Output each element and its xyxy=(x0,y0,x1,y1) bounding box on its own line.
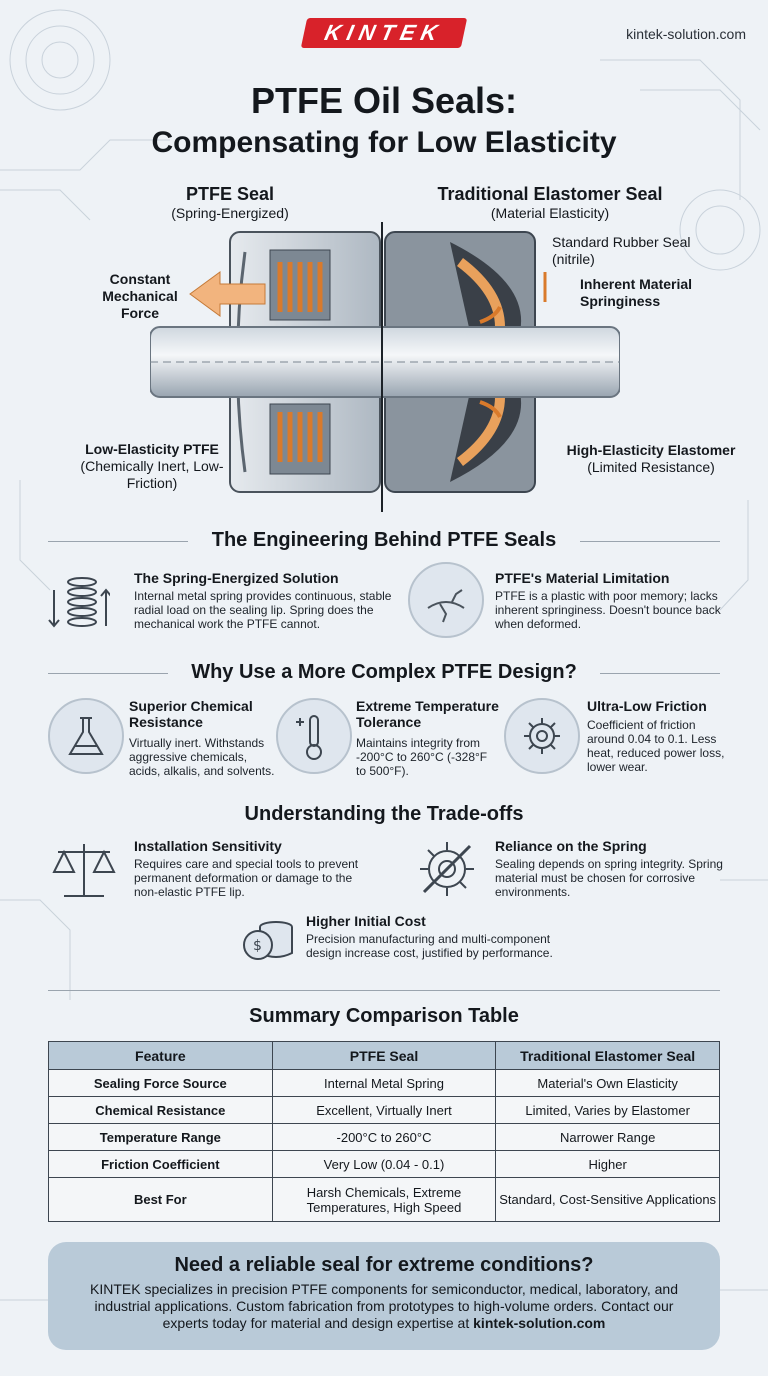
table-row: Sealing Force Source Internal Metal Spri… xyxy=(48,1069,720,1097)
card-text-installation: Requires care and special tools to preve… xyxy=(134,857,359,899)
table-cell: Sealing Force Source xyxy=(48,1069,273,1097)
cta-body: KINTEK specializes in precision PTFE com… xyxy=(48,1281,720,1332)
label-elast-sub: (Limited Resistance) xyxy=(587,459,715,475)
card-text-spring-reliance: Sealing depends on spring integrity. Spr… xyxy=(495,857,723,899)
section-title-tradeoffs: Understanding the Trade-offs xyxy=(244,803,524,825)
table-cell: -200°C to 260°C xyxy=(271,1123,497,1151)
section-title-why: Why Use a More Complex PTFE Design? xyxy=(191,661,577,683)
table-row: Best For Harsh Chemicals, Extreme Temper… xyxy=(48,1177,720,1222)
table-header-cell: PTFE Seal xyxy=(271,1041,497,1070)
table-cell: Higher xyxy=(495,1150,720,1178)
table-cell: Chemical Resistance xyxy=(48,1096,273,1124)
comparison-table: Feature PTFE Seal Traditional Elastomer … xyxy=(48,1041,720,1222)
label-rubber-sub: (nitrile) xyxy=(552,251,595,267)
table-cell: Very Low (0.04 - 0.1) xyxy=(271,1150,497,1178)
table-row: Chemical Resistance Excellent, Virtually… xyxy=(48,1096,720,1124)
ptfe-seal-heading: PTFE Seal xyxy=(185,184,275,204)
table-cell: Friction Coefficient xyxy=(48,1150,273,1178)
label-ptfe-bold: Low-Elasticity PTFE xyxy=(85,441,219,457)
table-cell: Limited, Varies by Elastomer xyxy=(495,1096,720,1124)
table-title: Summary Comparison Table xyxy=(249,1005,519,1027)
table-cell: Best For xyxy=(48,1177,273,1222)
kintek-logo: KINTEK xyxy=(300,18,468,48)
seal-cross-section-diagram xyxy=(150,222,620,512)
card-title-spring-solution: The Spring-Energized Solution xyxy=(134,570,339,586)
divider xyxy=(580,541,720,542)
label-standard-rubber: Standard Rubber Seal (nitrile) xyxy=(552,234,722,268)
label-mechanical-force: Constant Mechanical Force xyxy=(102,271,178,321)
table-cell: Internal Metal Spring xyxy=(271,1069,497,1097)
site-url[interactable]: kintek-solution.com xyxy=(626,26,746,42)
elastomer-seal-heading: Traditional Elastomer Seal xyxy=(437,184,663,204)
scales-icon xyxy=(52,844,116,897)
table-cell: Standard, Cost-Sensitive Applications xyxy=(495,1177,720,1222)
card-text-temperature: Maintains integrity from -200°C to 260°C… xyxy=(356,736,488,778)
divider xyxy=(48,673,168,674)
section-title-engineering: The Engineering Behind PTFE Seals xyxy=(211,529,557,551)
cta-banner: Need a reliable seal for extreme conditi… xyxy=(48,1242,720,1350)
page-title: PTFE Oil Seals: xyxy=(250,80,518,121)
label-inherent-springiness: Inherent Material Springiness xyxy=(580,276,693,309)
divider xyxy=(48,990,720,991)
label-rubber-text: Standard Rubber Seal xyxy=(552,234,691,250)
card-title-cost: Higher Initial Cost xyxy=(306,913,426,929)
card-title-friction: Ultra-Low Friction xyxy=(587,698,707,714)
table-cell: Excellent, Virtually Inert xyxy=(271,1096,497,1124)
coins-icon: $ xyxy=(243,921,293,960)
card-title-ptfe-limitation: PTFE's Material Limitation xyxy=(495,570,670,586)
table-header-row: Feature PTFE Seal Traditional Elastomer … xyxy=(48,1041,720,1070)
cracked-material-icon xyxy=(408,562,484,638)
cta-link[interactable]: kintek-solution.com xyxy=(473,1315,606,1331)
label-low-elasticity-ptfe: Low-Elasticity PTFE (Chemically Inert, L… xyxy=(62,441,242,492)
svg-text:$: $ xyxy=(253,938,262,954)
label-ptfe-sub: (Chemically Inert, Low-Friction) xyxy=(80,458,224,491)
card-text-friction: Coefficient of friction around 0.04 to 0… xyxy=(587,718,725,774)
card-title-installation: Installation Sensitivity xyxy=(134,838,282,854)
divider xyxy=(48,541,188,542)
card-text-ptfe-limitation: PTFE is a plastic with poor memory; lack… xyxy=(495,589,721,631)
card-title-temperature: Extreme Temperature Tolerance xyxy=(356,698,499,730)
divider xyxy=(600,673,720,674)
label-high-elasticity: High-Elasticity Elastomer (Limited Resis… xyxy=(556,442,746,476)
cta-title: Need a reliable seal for extreme conditi… xyxy=(174,1254,594,1276)
card-text-spring-solution: Internal metal spring provides continuou… xyxy=(134,589,392,631)
table-row: Friction Coefficient Very Low (0.04 - 0.… xyxy=(48,1150,720,1178)
table-header-cell: Traditional Elastomer Seal xyxy=(495,1041,720,1070)
page-subtitle: Compensating for Low Elasticity xyxy=(151,126,617,159)
table-cell: Material's Own Elasticity xyxy=(495,1069,720,1097)
cta-body-text: KINTEK specializes in precision PTFE com… xyxy=(90,1281,678,1331)
card-text-cost: Precision manufacturing and multi-compon… xyxy=(306,932,553,960)
broken-gear-icon xyxy=(420,842,474,896)
table-header-cell: Feature xyxy=(48,1041,273,1070)
elastomer-seal-subheading: (Material Elasticity) xyxy=(490,205,610,221)
ptfe-seal-subheading: (Spring-Energized) xyxy=(171,205,289,221)
table-cell: Narrower Range xyxy=(495,1123,720,1151)
label-elast-bold: High-Elasticity Elastomer xyxy=(566,442,736,458)
card-text-chemical: Virtually inert. Withstands aggressive c… xyxy=(129,736,275,778)
spring-icon xyxy=(48,577,110,628)
card-title-spring-reliance: Reliance on the Spring xyxy=(495,838,647,854)
gear-icon xyxy=(504,698,580,774)
table-row: Temperature Range -200°C to 260°C Narrow… xyxy=(48,1123,720,1151)
table-cell: Temperature Range xyxy=(48,1123,273,1151)
card-title-chemical: Superior Chemical Resistance xyxy=(129,698,253,730)
flask-icon xyxy=(48,698,124,774)
thermometer-icon xyxy=(276,698,352,774)
table-cell: Harsh Chemicals, Extreme Temperatures, H… xyxy=(271,1177,497,1222)
